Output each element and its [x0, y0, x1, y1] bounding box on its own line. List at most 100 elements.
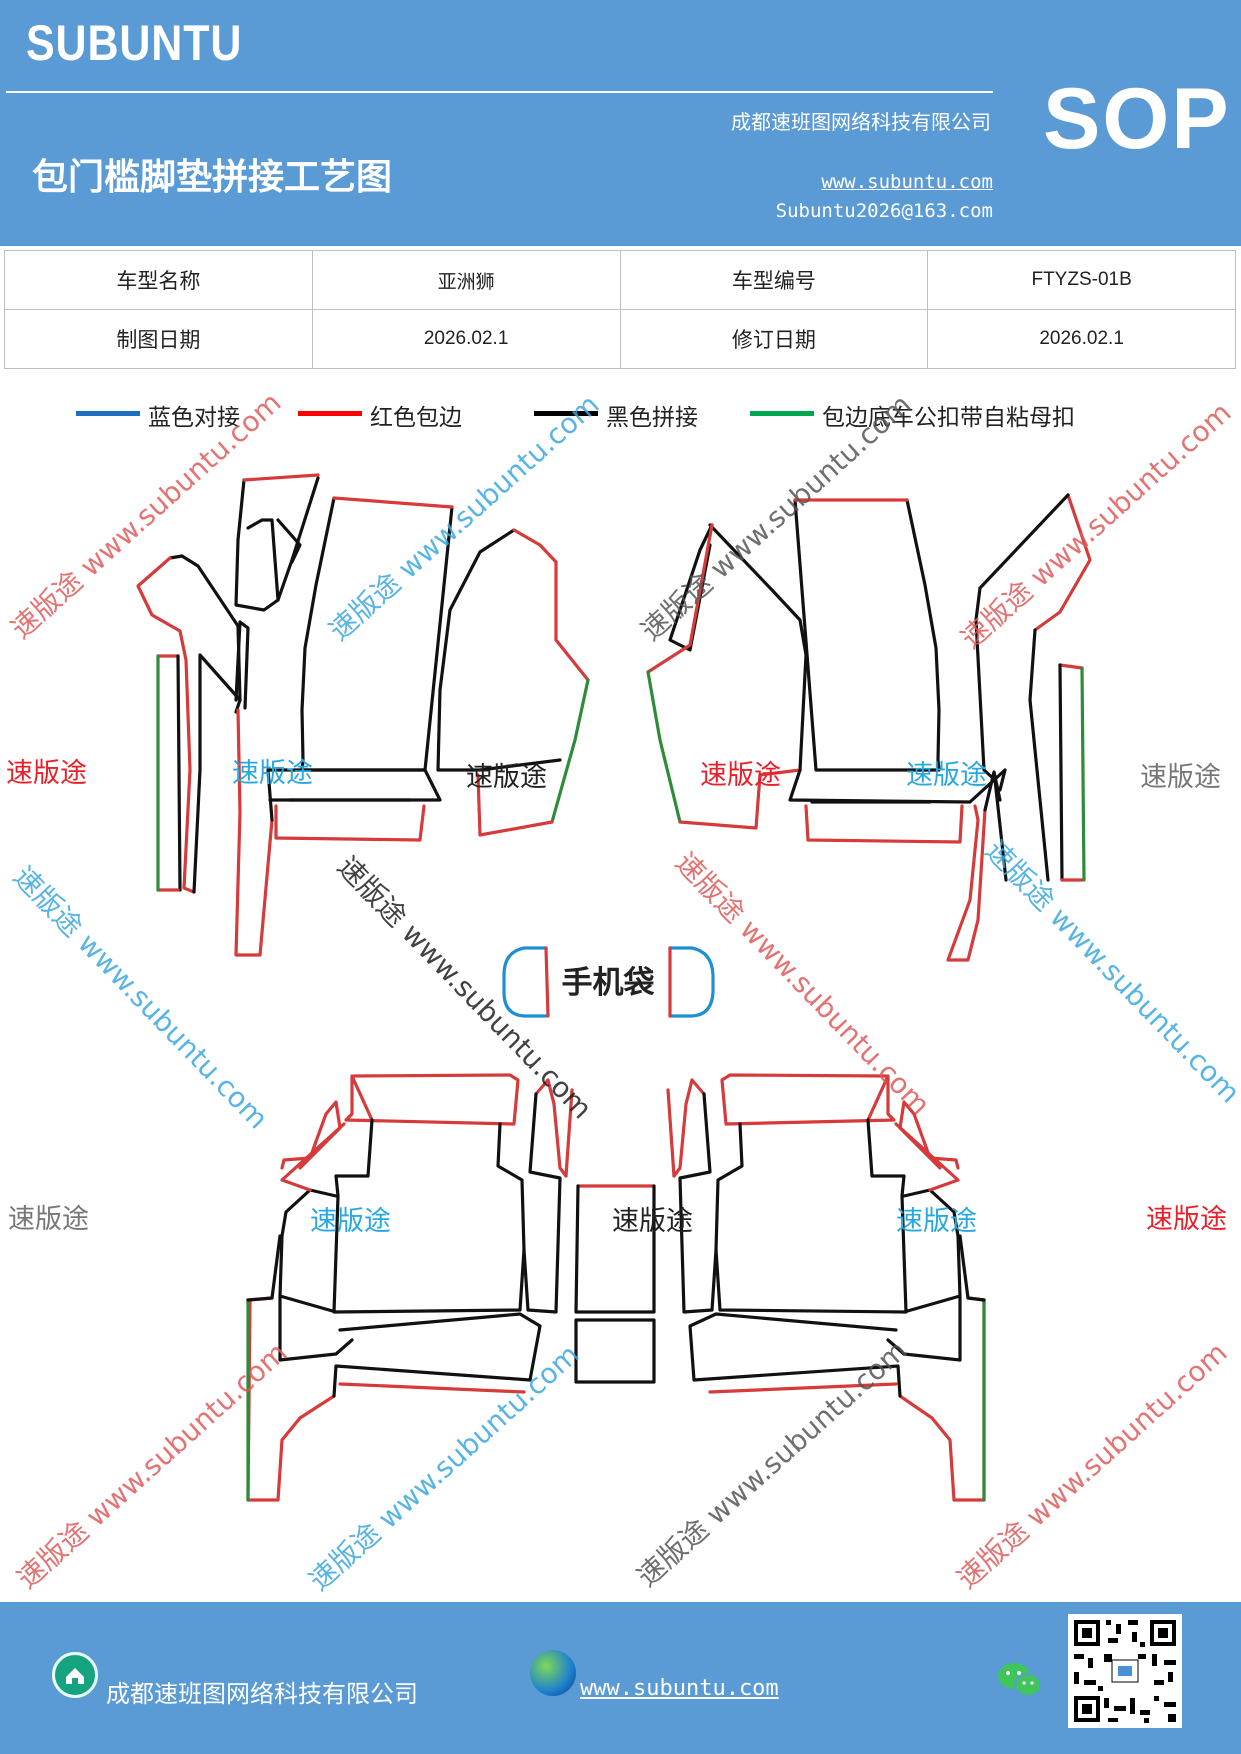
brand-logo: SUBUNTU: [26, 15, 243, 71]
mat-piece: [276, 518, 302, 564]
mat-edge: [1080, 666, 1086, 882]
globe-icon: [530, 1650, 576, 1696]
mat-edge: [246, 1296, 336, 1502]
watermark-diagonal: 速版途 www.subuntu.com: [979, 834, 1241, 1109]
phone-bag-left-edge: [544, 946, 550, 1018]
mat-piece: [278, 1294, 354, 1362]
mat-piece: [708, 523, 808, 772]
footer-banner: 成都速班图网络科技有限公司 www.subuntu.com: [0, 1602, 1241, 1754]
model-name-value: 亚洲狮: [311, 250, 621, 310]
legend-label: 蓝色对接: [148, 405, 240, 431]
watermark-text: 速版途: [1146, 1204, 1227, 1235]
mat-piece: [958, 1234, 986, 1302]
mat-piece: [1058, 663, 1064, 882]
revise-date-label: 修订日期: [619, 309, 929, 369]
mat-piece: [886, 1294, 962, 1362]
mat-piece: [234, 620, 250, 710]
email-address: Subuntu2026@163.com: [775, 200, 993, 222]
mat-edge: [720, 1073, 896, 1126]
mat-piece: [436, 528, 562, 772]
mat-piece: [788, 768, 1007, 804]
sop-badge: SOP: [1043, 71, 1231, 167]
mat-piece: [793, 498, 941, 772]
mat-edge: [280, 1100, 342, 1170]
draw-date-label: 制图日期: [4, 309, 313, 369]
watermark-diagonal: 速版途 www.subuntu.com: [331, 850, 599, 1125]
mat-edge: [804, 804, 964, 844]
mat-edge: [136, 556, 196, 894]
model-code-value: FTYZS-01B: [927, 250, 1236, 310]
mat-edge: [550, 678, 590, 824]
mat-edge: [476, 773, 554, 837]
watermark-diagonal: 速版途 www.subuntu.com: [951, 1336, 1234, 1595]
watermark-diagonal: 速版途 www.subuntu.com: [669, 846, 937, 1121]
mat-edge: [646, 670, 682, 824]
mat-edge: [898, 1296, 986, 1502]
footer-company: 成都速班图网络科技有限公司: [106, 1680, 418, 1708]
watermark-diagonal: 速版途 www.subuntu.com: [955, 396, 1238, 655]
watermark-text: 速版途: [8, 1204, 89, 1235]
home-icon: [52, 1652, 98, 1698]
mat-edge: [338, 1382, 526, 1394]
page-title: 包门槛脚垫拼接工艺图: [32, 157, 393, 198]
watermark-text: 速版途: [310, 1206, 391, 1237]
mat-piece: [522, 1092, 562, 1314]
mat-edge: [898, 1100, 960, 1170]
mat-edge: [1033, 493, 1092, 632]
mat-edge: [564, 1088, 574, 1178]
mat-piece: [688, 1312, 902, 1398]
mat-piece: [974, 493, 1070, 882]
footer-website-link[interactable]: www.subuntu.com: [580, 1676, 779, 1701]
mat-edge: [332, 496, 454, 509]
mat-piece: [246, 518, 280, 602]
phone-bag-right-bracket: [668, 946, 715, 1018]
legend-swatch-blue: [76, 411, 140, 416]
wechat-icon: [996, 1660, 1044, 1700]
phone-bag-left-bracket: [502, 946, 548, 1018]
mat-piece: [902, 1188, 962, 1314]
watermark-text: 速版途: [612, 1206, 693, 1237]
mat-edge: [666, 1088, 676, 1178]
mat-edge: [234, 708, 274, 957]
mat-piece: [574, 1318, 656, 1384]
mat-edge: [344, 1073, 520, 1126]
table-row: 车型名称 亚洲狮 车型编号 FTYZS-01B: [4, 250, 1236, 310]
watermark-text: 速版途: [466, 762, 547, 793]
qr-code: [1068, 1614, 1182, 1728]
mat-edge: [946, 804, 987, 962]
header-divider: [6, 91, 993, 93]
watermark-text: 速版途: [700, 760, 781, 791]
mat-piece: [278, 1188, 338, 1314]
mat-edge: [678, 768, 802, 830]
legend-swatch-black: [534, 411, 598, 416]
mat-piece: [574, 1184, 656, 1314]
info-table: 车型名称 亚洲狮 车型编号 FTYZS-01B 制图日期 2026.02.1 修…: [4, 250, 1236, 369]
mat-edge: [1058, 663, 1084, 670]
watermark-text: 速版途: [1140, 762, 1221, 793]
model-name-label: 车型名称: [4, 250, 313, 310]
mat-piece: [192, 653, 242, 894]
legend-swatch-red: [298, 411, 362, 416]
table-row: 制图日期 2026.02.1 修订日期 2026.02.1: [4, 309, 1236, 369]
legend-label: 红色包边: [370, 405, 462, 431]
mat-edge: [708, 1382, 898, 1394]
legend-label: 黑色拼接: [606, 405, 698, 431]
watermark-text: 速版途: [6, 758, 87, 789]
mat-piece: [332, 1118, 526, 1314]
watermark-diagonal: 速版途 www.subuntu.com: [11, 1336, 294, 1595]
watermark-text: 速版途: [906, 760, 987, 791]
website-link[interactable]: www.subuntu.com: [821, 171, 993, 193]
watermark-diagonal: 速版途 www.subuntu.com: [635, 388, 918, 647]
mat-piece: [246, 1234, 282, 1302]
model-code-label: 车型编号: [619, 250, 929, 310]
mat-edge: [512, 528, 590, 682]
watermark-diagonal: 速版途 www.subuntu.com: [323, 388, 606, 647]
mat-edge: [646, 523, 714, 674]
mat-piece: [332, 1312, 542, 1398]
watermark-diagonal: 速版途 www.subuntu.com: [303, 1338, 586, 1597]
revise-date-value: 2026.02.1: [927, 309, 1236, 369]
phone-bag-label: 手机袋: [562, 965, 655, 1001]
mat-edge: [672, 1078, 706, 1178]
watermark-diagonal: 速版途 www.subuntu.com: [7, 860, 275, 1135]
